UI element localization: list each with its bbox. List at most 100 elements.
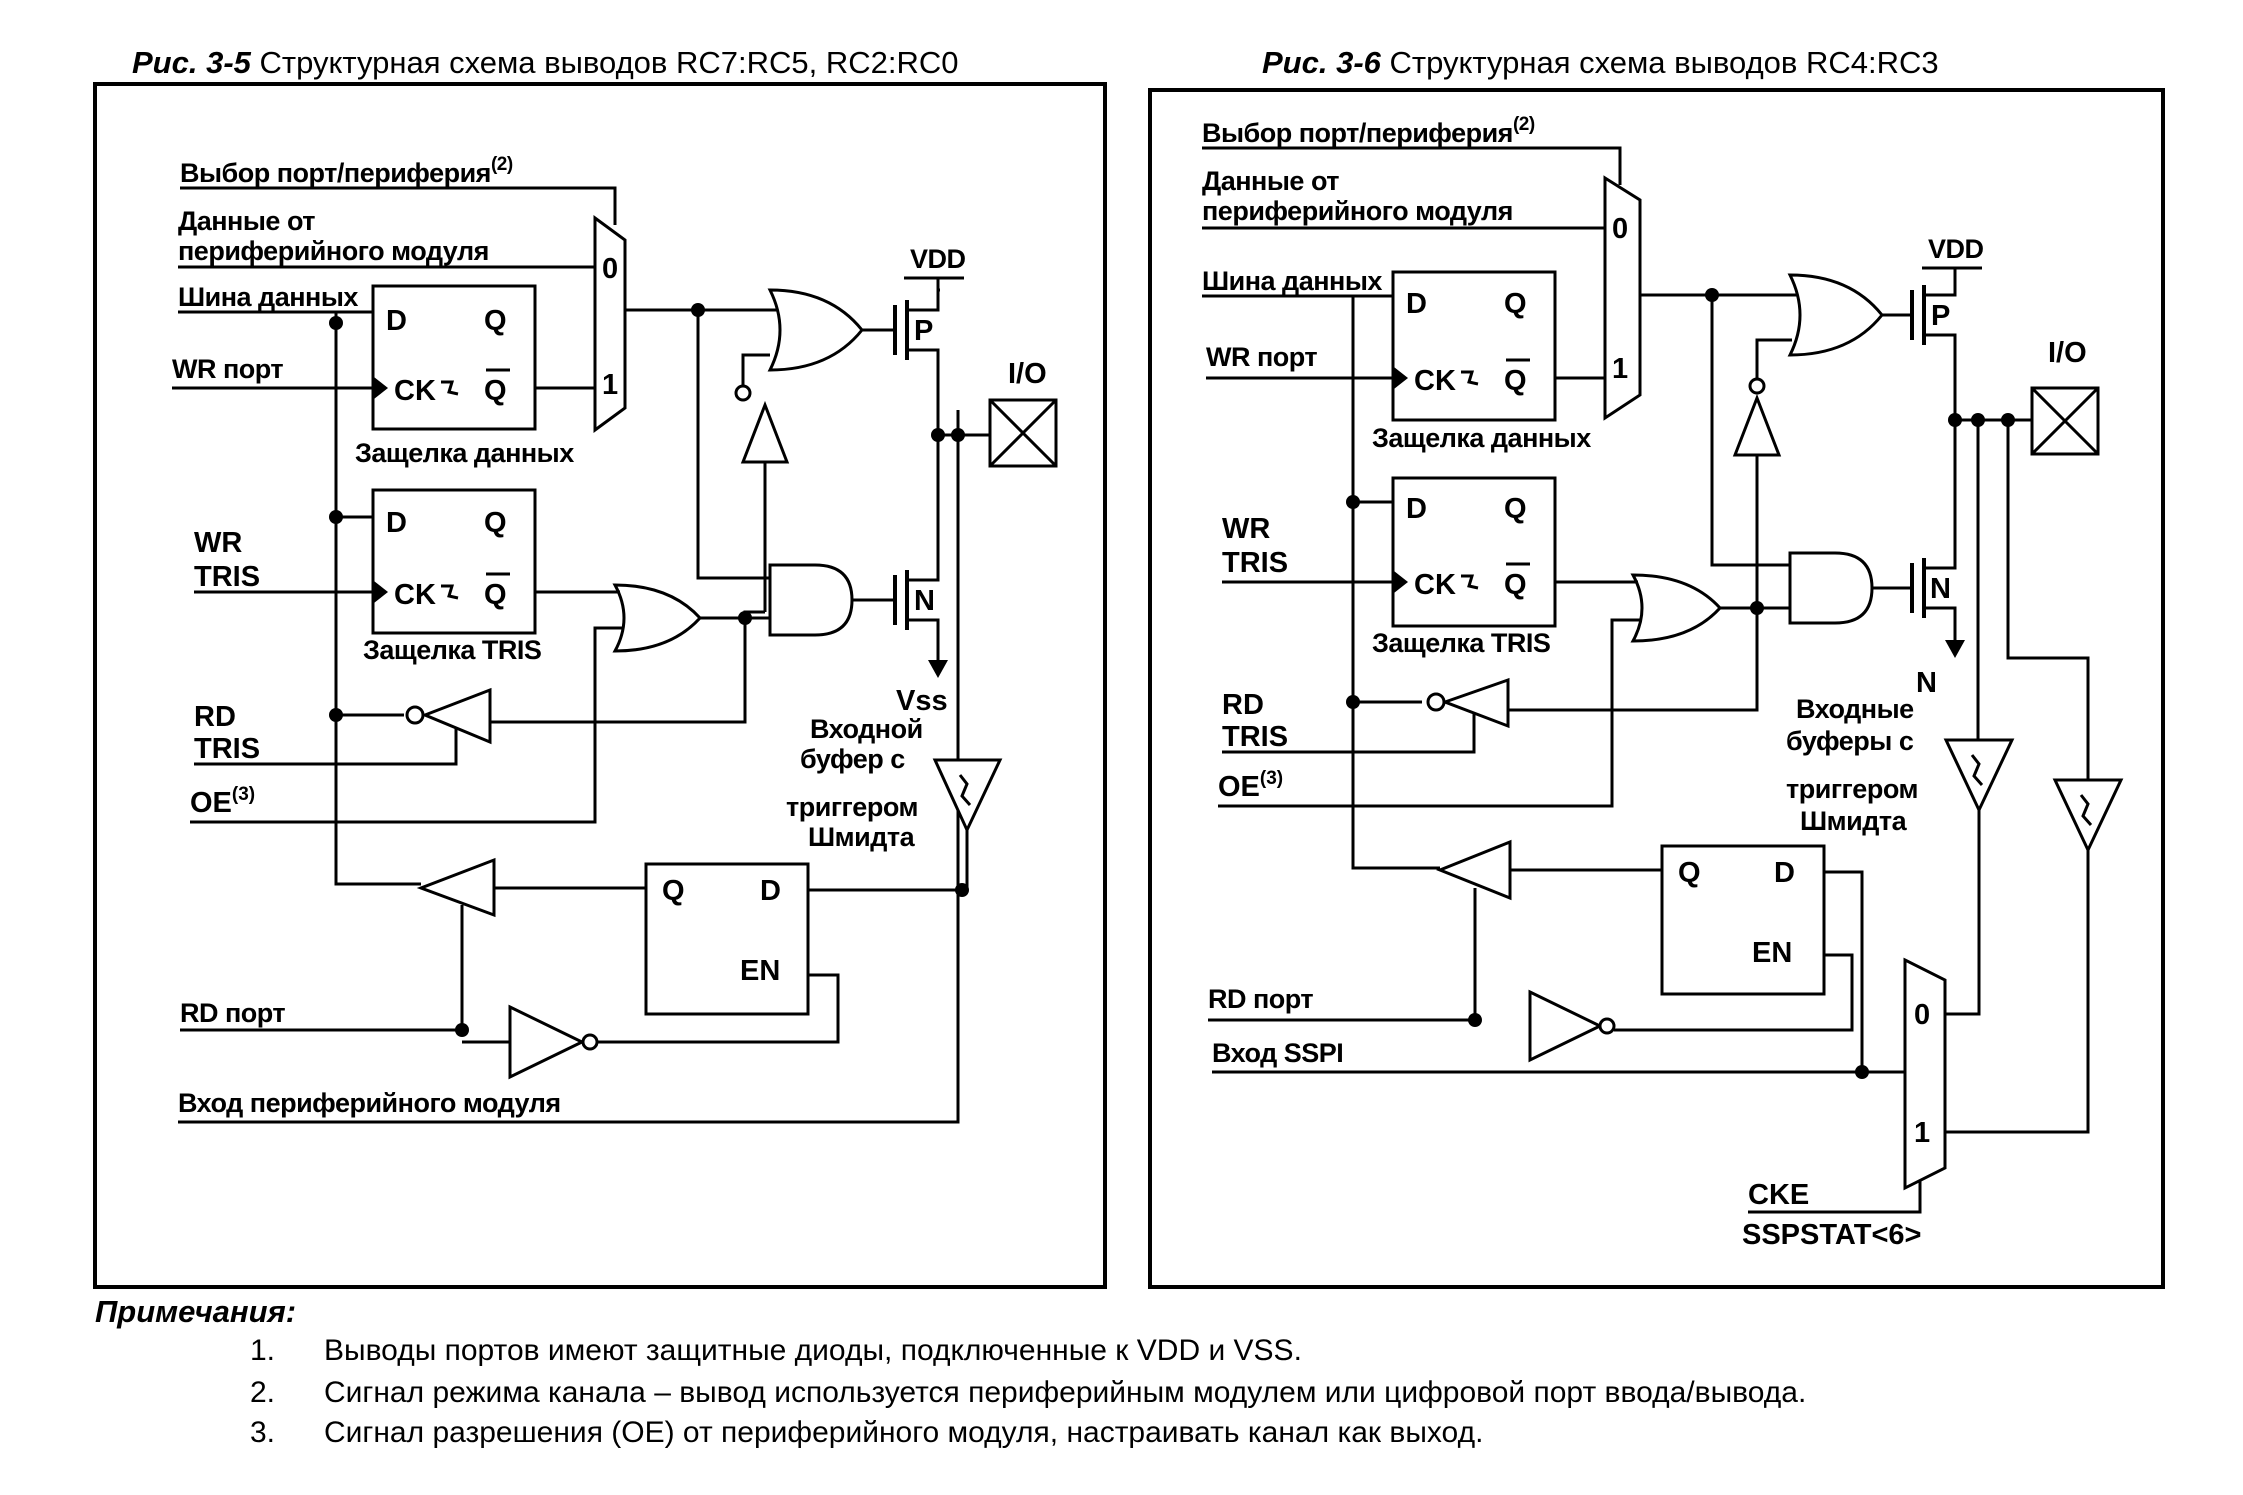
fig2-schmitt-icon-1 (1970, 754, 1984, 786)
fig2-p-label: P (1931, 300, 1950, 332)
fig2-frame (1148, 88, 2165, 1289)
fig2-data-latch-clock-icon (1394, 367, 1408, 389)
fig2-rd-port-inverter (1528, 989, 1604, 1063)
fig2-p-drain (1924, 333, 1957, 420)
fig2-mux-0: 0 (1612, 213, 1628, 245)
fig2-sel-label: Выбор порт/периферия(2) (1202, 114, 1535, 148)
fig1-en-wire (598, 973, 840, 1044)
fig2-inverter-up-bubble (1748, 377, 1766, 395)
fig1-data-latch-qbar: Q (484, 375, 507, 407)
fig2-caption-title: Структурная схема выводов RC4:RC3 (1381, 45, 1939, 80)
fig2-schmitt-icon-2 (2079, 794, 2093, 826)
fig1-buf-label-1: Входной (810, 714, 923, 744)
fig2-inverter-up (1732, 393, 1782, 457)
fig2-tris-latch-clock-icon (1394, 571, 1408, 593)
fig2-caption: Рис. 3-6 Структурная схема выводов RC4:R… (1262, 45, 1939, 80)
fig1-inverter-up (740, 400, 790, 464)
fig1-output-mux (593, 215, 627, 433)
fig2-data-latch-q: Q (1504, 288, 1527, 320)
fig2-cke-wire (1748, 1170, 1922, 1214)
fig1-oe-text: OE (190, 787, 232, 819)
fig1-sel-wire (180, 186, 617, 225)
fig1-rd-tris-wire (194, 722, 458, 766)
fig1-latch-tris-label: Защелка TRIS (363, 635, 541, 665)
fig2-tris-latch-ck: CK (1414, 569, 1456, 601)
fig2-n-label: N (1916, 667, 1937, 699)
fig2-inv-to-or (1755, 338, 1792, 379)
fig1-periph-in-wire (178, 410, 960, 1124)
fig1-data-latch-ck-edge (441, 380, 459, 396)
fig2-ssp-to-latch (1824, 870, 1864, 1072)
fig1-inverter-up-bubble (734, 384, 752, 402)
fig2-data-latch (1391, 270, 1557, 422)
fig2-p-source (1924, 280, 1957, 297)
fig1-buf-label-4: Шмидта (808, 822, 916, 852)
fig2-n-drain (1924, 420, 1957, 570)
fig1-input-latch-d: D (760, 875, 781, 907)
fig2-input-latch-q: Q (1678, 857, 1701, 889)
fig2-rd-tris-label-1: RD (1222, 689, 1264, 721)
fig1-and-gate-n (768, 563, 854, 637)
fig2-buf-label-1: Входные (1796, 694, 1914, 724)
fig1-buf-label-3: триггером (786, 792, 918, 822)
fig2-periph-data-label-1: Данные от (1202, 166, 1339, 196)
fig1-periph-in-label: Вход периферийного модуля (178, 1088, 561, 1118)
fig2-input-mux (1903, 957, 1947, 1191)
fig2-io-label: I/O (2048, 337, 2087, 369)
fig2-junction-bus-2 (1346, 495, 1360, 509)
fig1-tris-latch-clock-icon (374, 581, 388, 603)
fig1-input-latch-q: Q (662, 875, 685, 907)
note-2-text: Сигнал режима канала – вывод используетс… (324, 1376, 1806, 1409)
fig1-wr-tris-label-1: WR (194, 527, 242, 559)
fig2-or-gate-tris (1630, 573, 1723, 643)
note-3-num: 3. (250, 1416, 275, 1449)
fig2-input-latch-d: D (1774, 857, 1795, 889)
fig2-input-latch-en: EN (1752, 937, 1792, 969)
fig2-oe-wire (1218, 618, 1640, 808)
notes: Примечания: 1. Выводы портов имеют защит… (95, 1294, 1806, 1449)
fig1-sel-label: Выбор порт/периферия(2) (180, 154, 513, 188)
fig1-caption: Рис. 3-5 Структурная схема выводов RC7:R… (132, 45, 959, 80)
fig2-input-latch (1660, 844, 1826, 996)
fig1-mux-1: 1 (602, 369, 618, 401)
fig2-or-tris-to-rdbuf (1508, 608, 1759, 712)
fig1-junction-bus-2 (329, 510, 343, 524)
fig2-caption-num: Рис. 3-6 (1262, 45, 1382, 80)
fig1-oe-wire (190, 626, 624, 824)
fig2-n-source (1924, 606, 1957, 640)
fig2-tris-latch (1391, 476, 1557, 628)
fig1-tris-latch-ck: CK (394, 579, 436, 611)
fig1-junction-bus-3 (329, 708, 343, 722)
fig1-or-gate-tris (612, 583, 703, 653)
fig2-wr-tris-label-2: TRIS (1222, 547, 1288, 579)
fig1-wr-tris-label-2: TRIS (194, 561, 260, 593)
fig2-diagram: D Q CK Q Защелка данных D Q CK Q Защелка… (1148, 88, 2165, 1289)
fig1-sel-sup: (2) (491, 154, 513, 175)
fig1-p-source (907, 288, 940, 312)
fig2-periph-data-label-2: периферийного модуля (1202, 196, 1513, 226)
fig1-data-bus-label: Шина данных (178, 282, 358, 312)
fig2-data-latch-ck-edge (1461, 370, 1479, 386)
note-1-num: 1. (250, 1334, 275, 1367)
fig2-sel-sup: (2) (1513, 114, 1535, 135)
fig2-io-to-schmitt2 (2006, 420, 2090, 780)
fig1-junction-rd-port (455, 1023, 469, 1037)
fig1-input-latch-en: EN (740, 955, 780, 987)
fig2-latch-data-label: Защелка данных (1372, 423, 1591, 453)
fig1-schmitt-icon (958, 774, 972, 806)
fig1-n-label: N (914, 585, 935, 617)
fig2-vss-arrow-icon (1945, 640, 1965, 658)
fig1-oe-label: OE(3) (190, 784, 255, 819)
fig2-tris-latch-d: D (1406, 493, 1427, 525)
fig2-wr-tris-label-1: WR (1222, 513, 1270, 545)
fig2-data-to-and (1710, 295, 1790, 567)
note-2-num: 2. (250, 1376, 275, 1409)
fig2-sel-wire (1202, 146, 1622, 185)
fig2-sspstat-label: SSPSTAT<6> (1742, 1219, 1921, 1251)
fig2-rd-tris-buffer (1440, 677, 1510, 729)
fig1-tris-latch-q: Q (484, 507, 507, 539)
fig1-wr-port-label: WR порт (172, 354, 283, 384)
fig1-rd-tris-buffer-bubble (405, 705, 425, 725)
fig1-rd-port-inverter (508, 1004, 586, 1080)
